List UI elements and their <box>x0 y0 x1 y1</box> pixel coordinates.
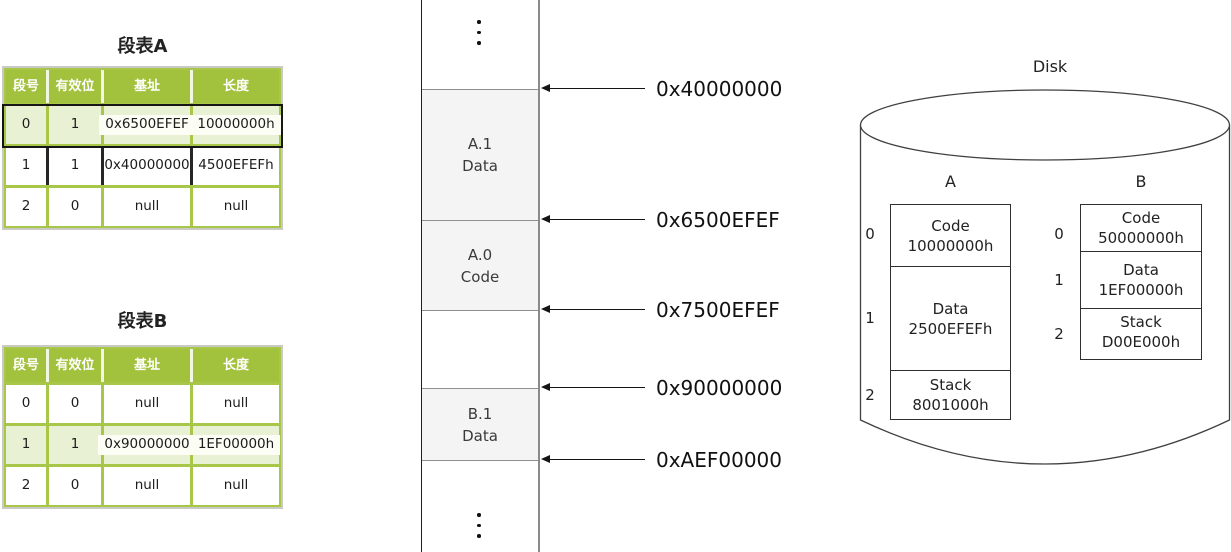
disk-cylinder-icon <box>859 89 1231 465</box>
table-cell: 0 <box>49 467 101 505</box>
table-cell: 1EF00000h <box>191 426 281 464</box>
segment-table-b: 段号 有效位 基址 长度 0 0 null null 1 1 0x9000000… <box>2 345 283 509</box>
disk-segment-row: Code 10000000h <box>891 205 1010 266</box>
segment-type: Stack <box>1120 313 1162 331</box>
address-arrow-icon <box>541 214 645 223</box>
disk-segment-row: Stack D00E000h <box>1081 308 1201 355</box>
table-cell: 0 <box>49 385 101 423</box>
disk-b-index-0: 0 <box>1054 225 1064 243</box>
disk-segments-a: Code 10000000h Data 2500EFEFh Stack 8001… <box>890 204 1011 420</box>
segment-table-b-title: 段表B <box>117 311 168 332</box>
table-cell: 1 <box>6 147 46 185</box>
segment-table-a-title: 段表A <box>117 36 168 57</box>
disk-a-index-1: 1 <box>865 309 875 327</box>
table-cell: 0x90000000 <box>98 426 196 464</box>
address-arrow-icon <box>541 382 645 391</box>
address-label: 0x6500EFEF <box>656 208 780 232</box>
disk-segment-row: Data 2500EFEFh <box>891 266 1010 370</box>
disk-b-index-1: 1 <box>1054 271 1064 289</box>
table-cell: 0 <box>6 385 46 423</box>
segment-size: 10000000h <box>907 236 994 255</box>
table-cell: 4500EFEFh <box>193 147 279 185</box>
segment-size: D00E000h <box>1101 333 1181 351</box>
disk-segment-row: Code 50000000h <box>1081 205 1201 251</box>
disk-segment-row: Data 1EF00000h <box>1081 251 1201 308</box>
table-a-header-base: 基址 <box>104 70 190 103</box>
table-cell: 1 <box>49 147 101 185</box>
disk-group-a-label: A <box>945 172 956 191</box>
highlighted-value: 1EF00000h <box>191 435 281 455</box>
segment-type: Data <box>932 299 969 318</box>
segment-size: 8001000h <box>912 395 989 414</box>
memory-free-gap <box>422 310 538 388</box>
table-b-header-segment-no: 段号 <box>6 349 46 382</box>
table-a-header-valid-bit: 有效位 <box>49 70 101 103</box>
table-a-header-length: 长度 <box>193 70 279 103</box>
address-label: 0x7500EFEF <box>656 298 780 322</box>
table-cell: null <box>193 467 279 505</box>
segment-label-line2: Data <box>462 426 498 445</box>
table-cell: null <box>104 467 190 505</box>
table-b-header-valid-bit: 有效位 <box>49 349 101 382</box>
address-label: 0x90000000 <box>656 376 783 400</box>
table-cell: null <box>104 385 190 423</box>
table-cell: null <box>193 188 279 226</box>
segment-label-line1: A.0 <box>467 245 493 264</box>
segment-type: Data <box>1123 261 1159 279</box>
table-cell: 0x6500EFEF <box>99 106 195 144</box>
address-label: 0xAEF00000 <box>656 448 783 472</box>
segment-label-line1: A.1 <box>467 135 493 153</box>
address-arrow-icon <box>541 83 645 92</box>
segment-type: Stack <box>929 375 972 394</box>
disk-title: Disk <box>1032 57 1068 76</box>
physical-memory-column: A.1 Data A.0 Code B.1 Data <box>421 0 540 552</box>
segment-size: 50000000h <box>1098 229 1184 247</box>
disk-segments-b: Code 50000000h Data 1EF00000h Stack D00E… <box>1080 204 1202 360</box>
segment-type: Code <box>1121 209 1161 227</box>
address-arrow-icon <box>541 304 645 313</box>
segment-type: Code <box>931 216 970 235</box>
vertical-ellipsis-icon <box>477 20 481 45</box>
segment-label-line2: Code <box>460 267 500 286</box>
highlighted-value: 0x6500EFEF <box>99 115 195 135</box>
disk-a-index-0: 0 <box>865 225 875 243</box>
disk-a-index-2: 2 <box>865 386 875 404</box>
segment-table-a: 段号 有效位 基址 长度 0 1 0x6500EFEF 10000000h 1 … <box>2 66 283 230</box>
table-cell: null <box>193 385 279 423</box>
table-cell: 1 <box>6 426 46 464</box>
highlighted-value: 0x90000000 <box>98 435 196 455</box>
table-cell: 0 <box>6 106 46 144</box>
table-a-header-segment-no: 段号 <box>6 70 46 103</box>
segment-size: 1EF00000h <box>1098 281 1184 299</box>
table-cell: 1 <box>49 426 101 464</box>
segment-size: 2500EFEFh <box>908 319 993 338</box>
table-cell: 0x40000000 <box>104 147 190 185</box>
memory-segment-a0-code: A.0 Code <box>422 220 538 310</box>
table-cell: 1 <box>49 106 101 144</box>
disk-b-index-2: 2 <box>1054 325 1064 343</box>
segment-label-line2: Data <box>462 157 498 175</box>
table-cell: null <box>104 188 190 226</box>
table-cell: 10000000h <box>191 106 281 144</box>
vertical-ellipsis-icon <box>477 513 481 538</box>
memory-segment-b1-data: B.1 Data <box>422 388 538 460</box>
table-cell: 2 <box>6 467 46 505</box>
highlighted-value: 10000000h <box>191 115 281 135</box>
segment-label-line1: B.1 <box>467 404 493 423</box>
memory-bottom-region <box>422 460 538 552</box>
disk-group-b-label: B <box>1135 172 1147 191</box>
table-cell: 2 <box>6 188 46 226</box>
address-arrow-icon <box>541 454 645 463</box>
address-label: 0x40000000 <box>656 77 783 101</box>
memory-segment-a1-data: A.1 Data <box>422 89 538 220</box>
table-cell: 0 <box>49 188 101 226</box>
table-b-header-length: 长度 <box>193 349 279 382</box>
table-b-header-base: 基址 <box>104 349 190 382</box>
disk-segment-row: Stack 8001000h <box>891 370 1010 418</box>
